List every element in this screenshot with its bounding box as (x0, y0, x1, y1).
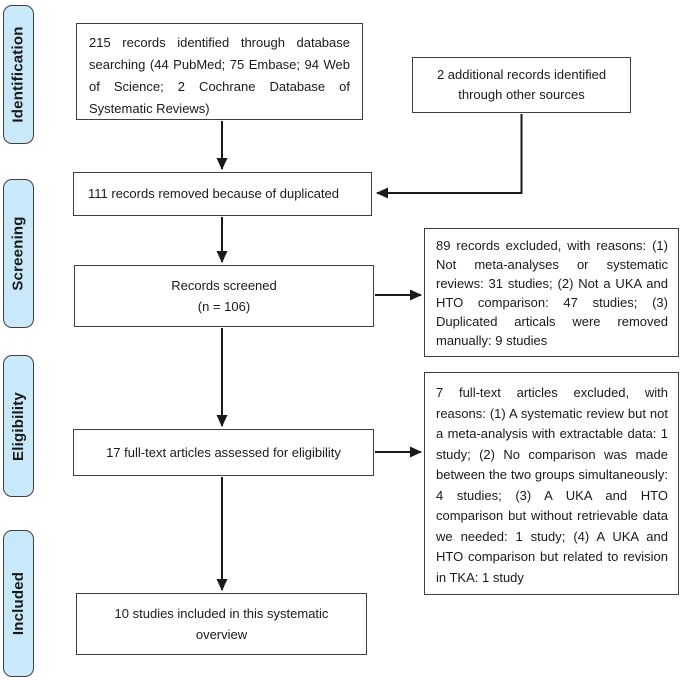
box-fulltext-assessed: 17 full-text articles assessed for eligi… (73, 429, 374, 476)
box-records-identified: 215 records identified through database … (76, 23, 363, 120)
box-records-screened: Records screened (n = 106) (74, 265, 374, 327)
box-studies-included: 10 studies included in this systematic o… (76, 593, 367, 655)
stage-label-identification: Identification (3, 5, 34, 144)
box-records-excluded: 89 records excluded, with reasons: (1) N… (424, 228, 679, 357)
box-duplicates-removed: 111 records removed because of duplicate… (73, 172, 372, 216)
arrow-additional-to-duplicates (376, 114, 523, 199)
records-screened-count: (n = 106) (197, 299, 251, 314)
box-additional-records: 2 additional records identified through … (412, 57, 631, 113)
records-screened-line1: Records screened (171, 278, 277, 293)
stage-label-eligibility-text: Eligibility (10, 391, 27, 461)
stage-label-screening-text: Screening (10, 216, 28, 291)
stage-label-identification-text: Identification (10, 26, 28, 123)
stage-label-eligibility: Eligibility (3, 355, 34, 497)
stage-label-included: Included (3, 530, 34, 677)
box-fulltext-excluded: 7 full-text articles excluded, with reas… (424, 372, 679, 595)
stage-label-screening: Screening (3, 179, 34, 328)
stage-label-included-text: Included (10, 571, 27, 636)
